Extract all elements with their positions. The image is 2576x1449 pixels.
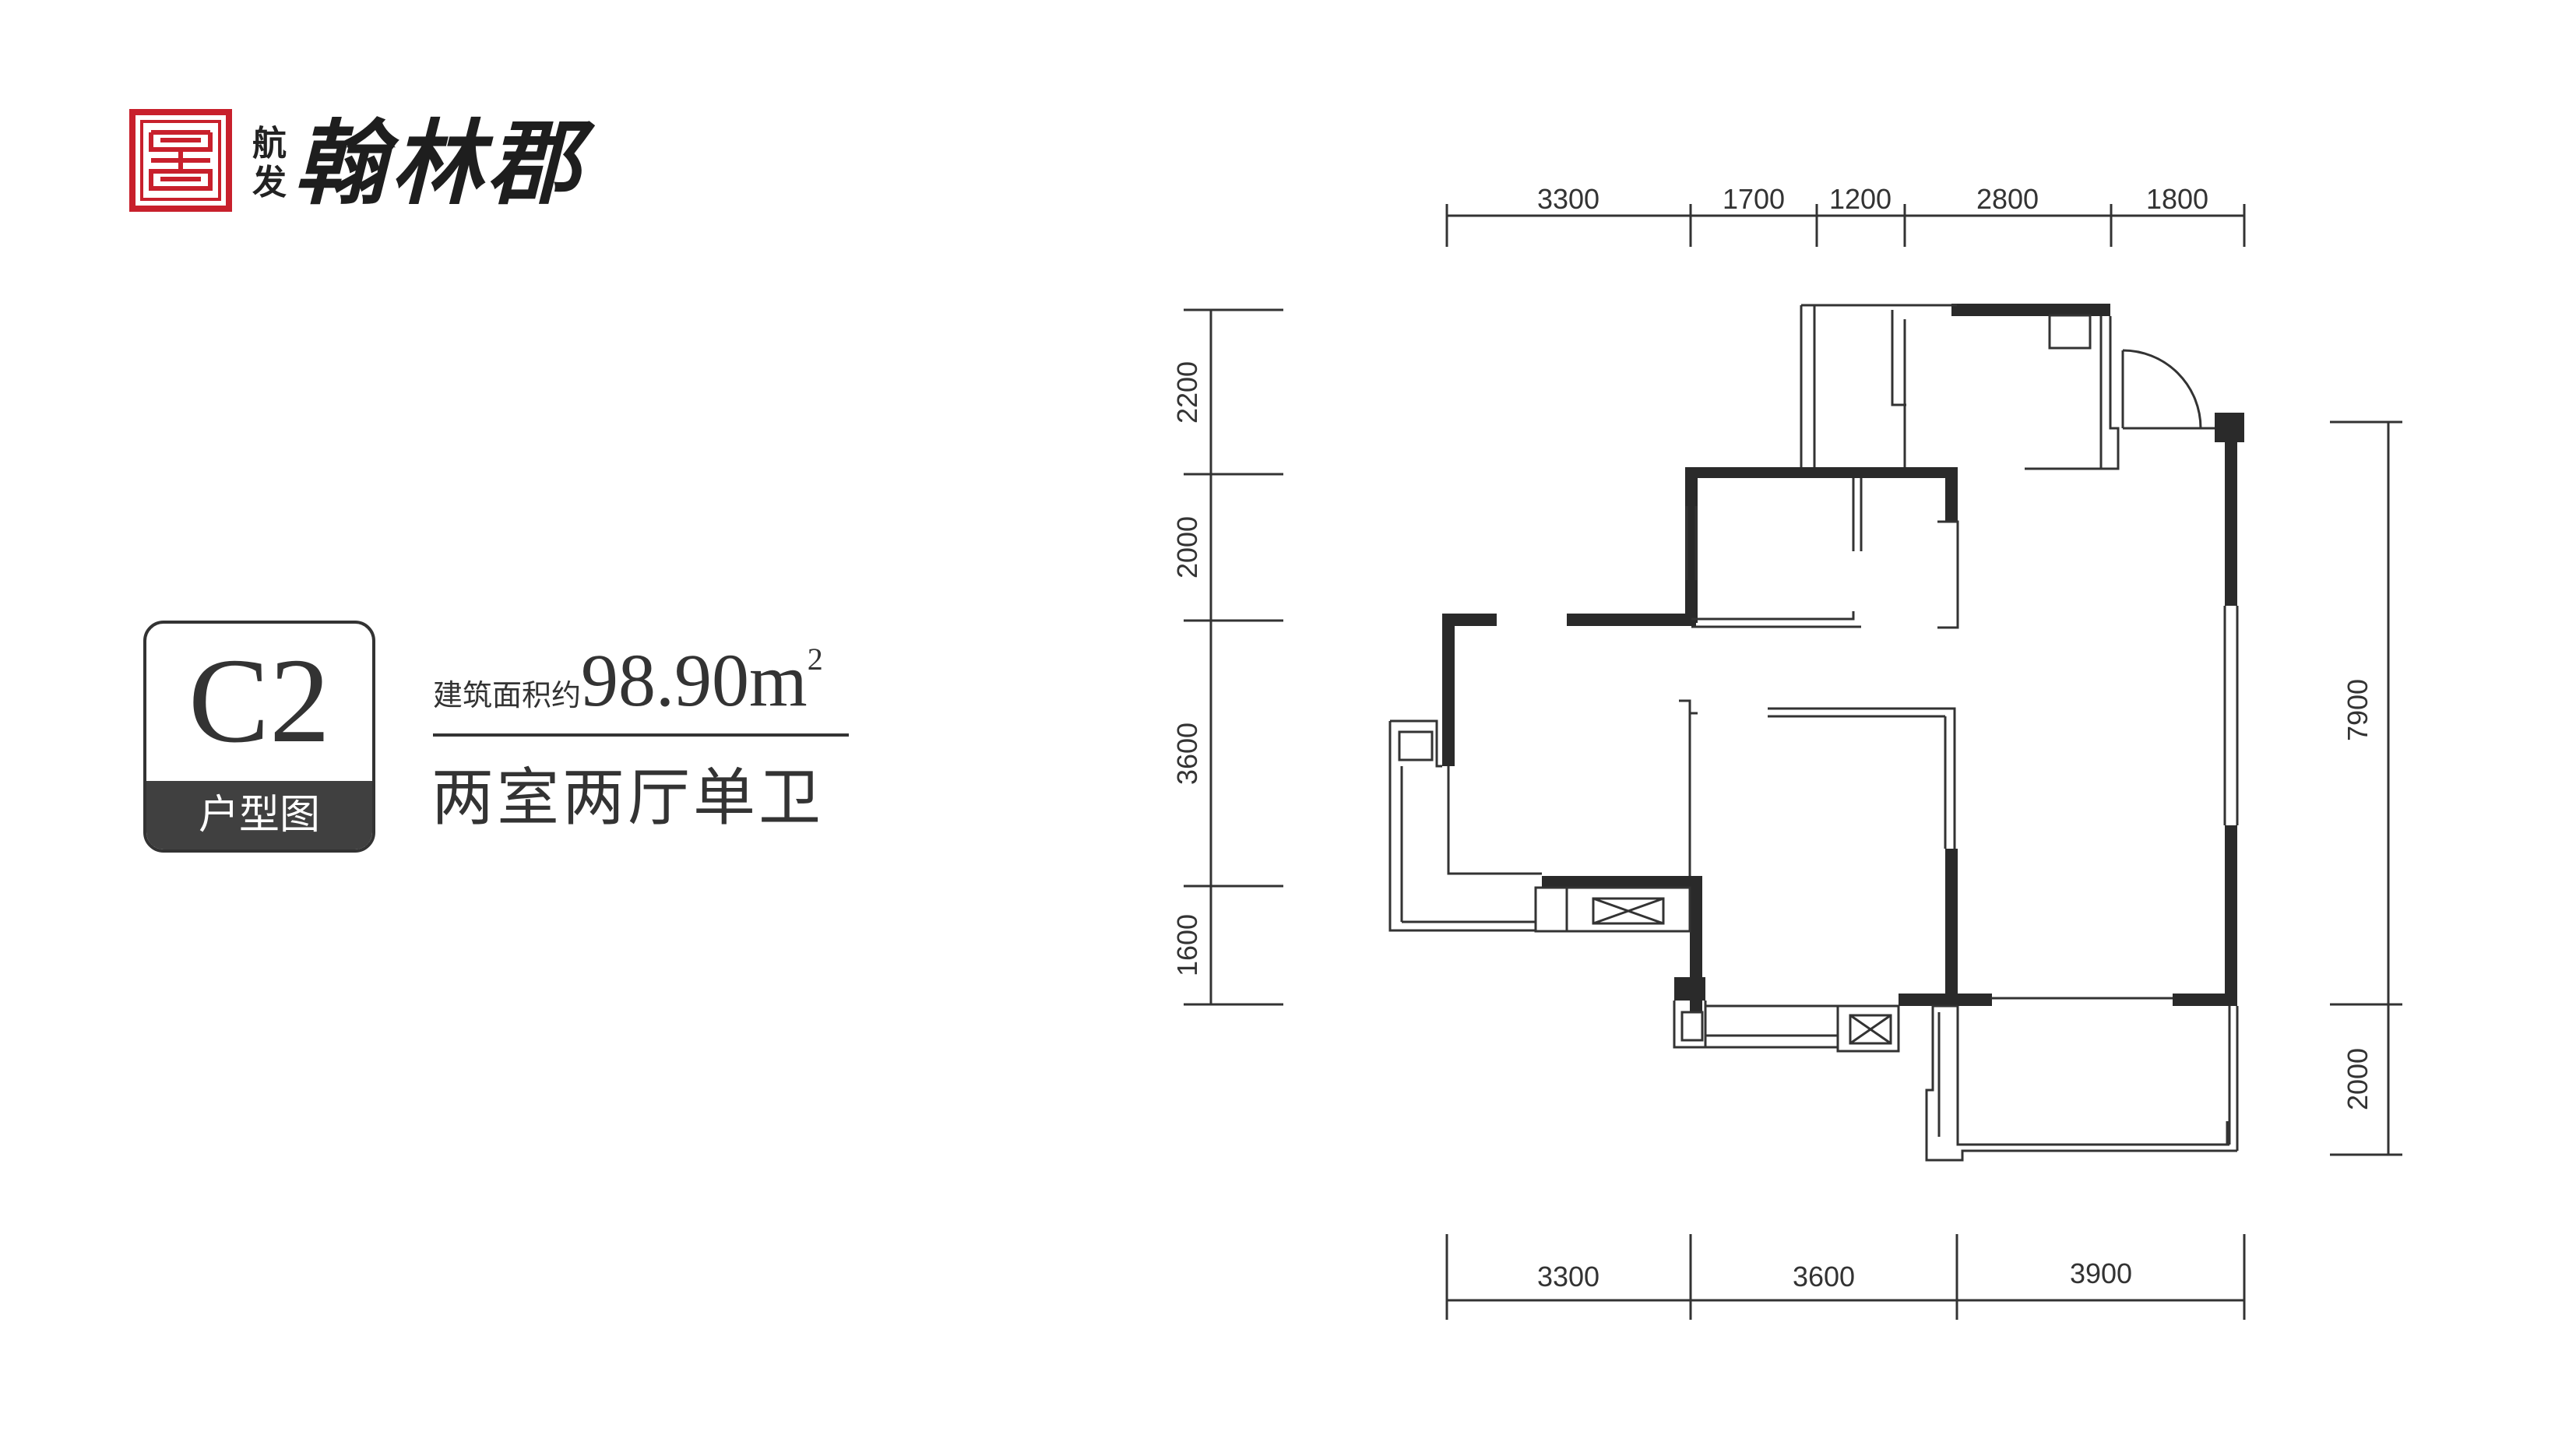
- area-divider: [433, 733, 849, 737]
- area-superscript: 2: [807, 642, 823, 677]
- unit-type-card: C2 户型图: [143, 621, 375, 853]
- brand-logo: 航发 翰林郡: [129, 109, 612, 218]
- dim-top-3: 1200: [1829, 183, 1892, 215]
- area-value: 98.90: [581, 638, 750, 722]
- unit-type-label: 户型图: [146, 781, 372, 849]
- dim-left-2: 2000: [1171, 516, 1203, 579]
- dim-bottom-3: 3900: [2070, 1257, 2132, 1289]
- dim-bottom-2: 3600: [1793, 1261, 1855, 1292]
- dim-top-2: 1700: [1723, 183, 1785, 215]
- dim-right-1: 7900: [2342, 679, 2374, 741]
- dim-right-2: 2000: [2342, 1048, 2374, 1110]
- dim-left-1: 2200: [1171, 361, 1203, 424]
- dim-left-3: 3600: [1171, 723, 1203, 785]
- dim-top-4: 2800: [1976, 183, 2039, 215]
- layout-description: 两室两厅单卫: [431, 761, 824, 834]
- unit-type-code: C2: [188, 633, 331, 768]
- dim-bottom-1: 3300: [1537, 1261, 1599, 1292]
- thin-lines: [1388, 304, 2239, 1162]
- area-unit: m: [749, 638, 808, 722]
- brand-small-name: 航发: [252, 124, 287, 202]
- walls: [1442, 304, 2244, 1012]
- dim-top-5: 1800: [2146, 183, 2208, 215]
- brand-main-name: 翰林郡: [294, 109, 585, 217]
- area-info: 建筑面积约98.90m2: [433, 637, 823, 723]
- dim-top-1: 3300: [1537, 183, 1599, 215]
- dim-left-4: 1600: [1171, 914, 1203, 976]
- dimension-labels: 3300 1700 1200 2800 1800 3300 3600 3900 …: [1171, 183, 2374, 1292]
- area-prefix: 建筑面积约: [433, 678, 582, 712]
- seal-icon: [129, 109, 232, 212]
- dimension-lines: [1184, 204, 2402, 1320]
